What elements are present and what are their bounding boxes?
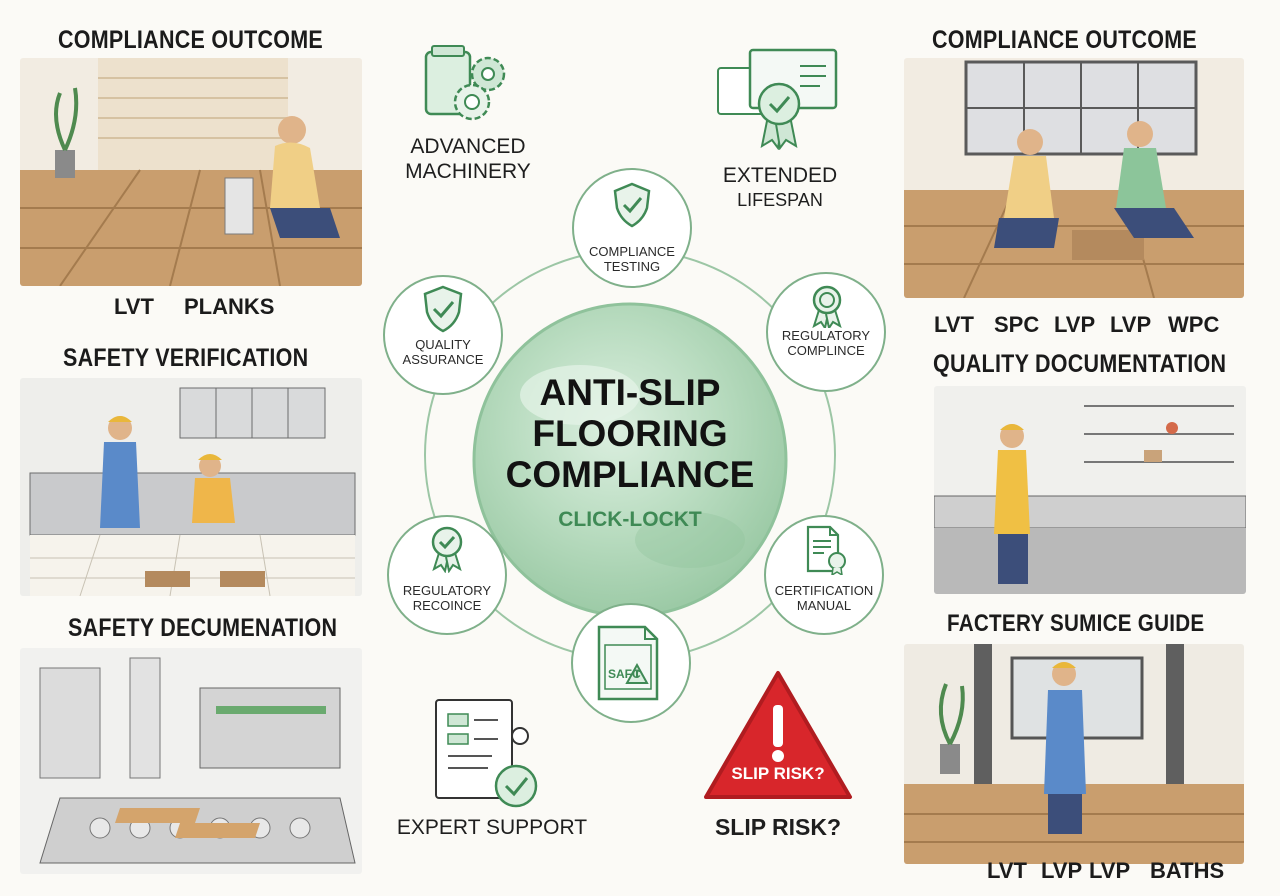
right-panel-3-caption-1: LVT bbox=[987, 858, 1027, 883]
right-panel-3-caption-3: LVP bbox=[1089, 858, 1131, 883]
node-certification-manual-line-2: MANUAL bbox=[796, 598, 852, 613]
shield-check-icon bbox=[423, 285, 463, 333]
node-regulatory-recoince-line-1: REGULATORY bbox=[402, 583, 492, 598]
node-compliance-testing-line-2: TESTING bbox=[603, 259, 661, 274]
node-certification-manual-line-1: CERTIFICATION bbox=[774, 583, 874, 598]
safety-certificate-icon bbox=[597, 625, 659, 701]
feature-extended-lifespan-line-1: EXTENDED bbox=[722, 164, 838, 187]
right-panel-3-heading: FACTERY SUMICE GUIDE bbox=[947, 610, 1205, 637]
right-panel-1-caption-4: LVP bbox=[1110, 312, 1152, 337]
left-scene-1 bbox=[20, 58, 362, 286]
right-panel-1-heading: COMPLIANCE OUTCOME bbox=[932, 26, 1198, 54]
node-quality-assurance-line-2: ASSURANCE bbox=[402, 352, 484, 367]
left-panel-1-heading: COMPLIANCE OUTCOME bbox=[58, 26, 324, 54]
feature-advanced-machinery: ADVANCED MACHINERY bbox=[378, 134, 558, 184]
shield-check-icon bbox=[613, 182, 651, 228]
left-panel-1-caption-1: LVT bbox=[114, 294, 154, 319]
node-regulatory-recoince-line-2: RECOINCE bbox=[412, 598, 482, 613]
node-regulatory-compliance: REGULATORY COMPLINCE bbox=[766, 272, 886, 392]
center-subtitle: CLICK-LOCKT bbox=[558, 508, 702, 531]
node-quality-assurance: QUALITY ASSURANCE bbox=[383, 275, 503, 395]
feature-advanced-machinery-line-1: ADVANCED bbox=[410, 135, 526, 158]
left-scene-3 bbox=[20, 648, 362, 874]
node-compliance-testing: COMPLIANCE TESTING bbox=[572, 168, 692, 288]
center-title-line-3: COMPLIANCE bbox=[505, 454, 755, 495]
feature-advanced-machinery-line-2: MACHINERY bbox=[405, 160, 531, 183]
watercolor-wash bbox=[472, 302, 788, 618]
machinery-gears-icon bbox=[424, 45, 506, 121]
center-title: ANTI-SLIP FLOORING COMPLIANCE bbox=[470, 372, 790, 495]
right-panel-3-caption-2: LVP bbox=[1041, 858, 1083, 883]
node-safety-certificate: SAFC bbox=[571, 603, 691, 723]
right-scene-1 bbox=[904, 58, 1244, 298]
warning-triangle-icon bbox=[704, 671, 852, 799]
right-panel-3-caption-4: BATHS bbox=[1150, 858, 1225, 883]
certificate-ribbon-icon bbox=[717, 48, 838, 150]
feature-extended-lifespan-line-2: LIFESPAN bbox=[737, 190, 823, 210]
feature-extended-lifespan: EXTENDED LIFESPAN bbox=[690, 163, 870, 213]
node-quality-assurance-line-1: QUALITY bbox=[415, 337, 471, 352]
node-certification-manual: CERTIFICATION MANUAL bbox=[764, 515, 884, 635]
feature-expert-support: EXPERT SUPPORT bbox=[396, 816, 588, 839]
right-scene-2 bbox=[934, 386, 1246, 594]
award-badge-icon bbox=[812, 285, 842, 328]
right-panel-1-caption-5: WPC bbox=[1168, 312, 1220, 337]
certificate-document-icon bbox=[806, 525, 846, 575]
center-title-line-1: ANTI-SLIP bbox=[539, 372, 721, 413]
checklist-document-icon bbox=[435, 699, 538, 808]
right-panel-1-caption-2: SPC bbox=[994, 312, 1040, 337]
slip-risk-sign-text: SLIP RISK? bbox=[731, 764, 825, 783]
left-panel-3-heading: SAFETY DECUMENATION bbox=[68, 614, 338, 642]
center-circle: ANTI-SLIP FLOORING COMPLIANCE CLICK-LOCK… bbox=[470, 300, 790, 620]
node-compliance-testing-line-1: COMPLIANCE bbox=[589, 244, 675, 259]
left-panel-1-caption-2: PLANKS bbox=[184, 294, 275, 319]
feature-slip-risk: SLIP RISK? bbox=[714, 814, 842, 840]
right-panel-1-caption-1: LVT bbox=[934, 312, 974, 337]
right-scene-3 bbox=[904, 644, 1244, 864]
left-panel-2-heading: SAFETY VERIFICATION bbox=[63, 344, 309, 372]
award-check-icon bbox=[431, 526, 463, 573]
right-panel-1-caption-3: LVP bbox=[1054, 312, 1096, 337]
safety-certificate-text: SAFC bbox=[608, 667, 641, 681]
left-scene-2 bbox=[20, 378, 362, 596]
node-regulatory-compliance-line-1: REGULATORY bbox=[781, 328, 871, 343]
node-regulatory-compliance-line-2: COMPLINCE bbox=[787, 343, 865, 358]
right-panel-2-heading: QUALITY DOCUMENTATION bbox=[933, 350, 1227, 378]
center-title-line-2: FLOORING bbox=[532, 413, 728, 454]
node-regulatory-recoince: REGULATORY RECOINCE bbox=[387, 515, 507, 635]
